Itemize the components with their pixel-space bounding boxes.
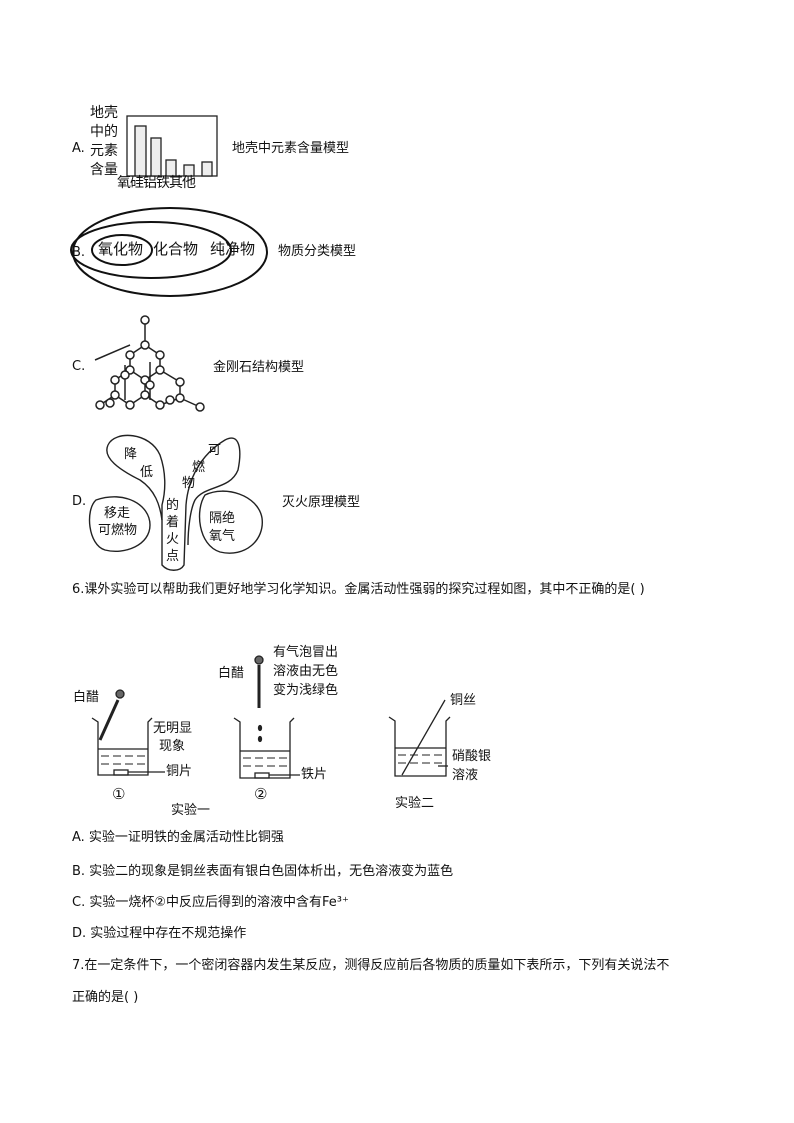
label-line: 隔绝 bbox=[209, 511, 236, 526]
label-line: 溶液由无色 bbox=[273, 664, 339, 679]
option-c-caption: 金刚石结构模型 bbox=[213, 360, 305, 375]
label-line: 有气泡冒出 bbox=[273, 645, 339, 660]
label-line: 可燃物 bbox=[98, 523, 138, 538]
label-line: 变为浅绿色 bbox=[273, 683, 339, 698]
copper-piece bbox=[113, 769, 129, 776]
label-line: 溶液 bbox=[452, 768, 479, 783]
option-d-letter: D. bbox=[72, 494, 87, 509]
experiment-2-label: 实验二 bbox=[395, 796, 435, 811]
oxide-ellipse bbox=[91, 234, 153, 266]
label-lower: 降 bbox=[124, 447, 138, 462]
label-line: 无明显 bbox=[153, 721, 193, 736]
category-label: 铝 bbox=[143, 175, 157, 191]
observation-1: 无明显现象 bbox=[153, 720, 192, 756]
label-ignition-point: 的着火点 bbox=[166, 497, 179, 565]
element-content-chart bbox=[126, 115, 218, 177]
label-line: 硝酸银 bbox=[452, 749, 492, 764]
bar-aluminum bbox=[165, 159, 177, 177]
label-line: 氧气 bbox=[209, 529, 236, 544]
iron-piece-label: 铁片 bbox=[301, 767, 328, 782]
label-line: 点 bbox=[166, 549, 180, 564]
q7-stem-line1: 7.在一定条件下，一个密闭容器内发生某反应，测得反应前后各物质的质量如下表所示，… bbox=[72, 958, 670, 973]
label-line: 火 bbox=[166, 532, 180, 547]
label-fuel: 可 bbox=[208, 443, 222, 458]
copper-wire-label: 铜丝 bbox=[450, 693, 477, 708]
option-a-caption: 地壳中元素含量模型 bbox=[232, 141, 350, 156]
label-line: 现象 bbox=[159, 739, 186, 754]
label-fuel: 物 bbox=[182, 476, 196, 491]
pure-substance-ellipse bbox=[72, 207, 268, 297]
option-a-letter: A. bbox=[72, 141, 85, 156]
experiment-figure bbox=[91, 655, 451, 779]
q6-option-b[interactable]: B. 实验二的现象是铜丝表面有银白色固体析出，无色溶液变为蓝色 bbox=[72, 864, 454, 879]
vinegar-label-2: 白醋 bbox=[218, 666, 245, 681]
beaker-2 bbox=[233, 717, 295, 779]
copper-wire bbox=[401, 699, 446, 776]
label-line: 着 bbox=[166, 515, 180, 530]
fire-extinguishing-model bbox=[88, 434, 263, 571]
label-compound: 化合物 bbox=[153, 240, 199, 258]
q6-option-d[interactable]: D. 实验过程中存在不规范操作 bbox=[72, 926, 247, 941]
bar-silicon bbox=[150, 137, 162, 177]
label-remove-fuel: 移走可燃物 bbox=[98, 505, 137, 539]
vinegar-label-1: 白醋 bbox=[73, 690, 100, 705]
iron-piece bbox=[254, 772, 270, 779]
copper-piece-label: 铜片 bbox=[166, 764, 193, 779]
ylabel-line: 地壳 bbox=[90, 105, 118, 121]
bar-other bbox=[201, 161, 213, 177]
label-oxide: 氧化物 bbox=[98, 240, 144, 258]
option-b-caption: 物质分类模型 bbox=[278, 244, 357, 259]
chart-categories: 氧硅铝铁其他 bbox=[117, 175, 196, 191]
label-fuel: 燃 bbox=[192, 460, 206, 475]
category-label: 其他 bbox=[169, 175, 196, 191]
q6-option-a[interactable]: A. 实验一证明铁的金属活动性比铜强 bbox=[72, 830, 284, 845]
silver-nitrate-label: 硝酸银溶液 bbox=[452, 747, 491, 785]
dropper-1 bbox=[98, 699, 120, 741]
q6-stem: 6.课外实验可以帮助我们更好地学习化学知识。金属活动性强弱的探究过程如图，其中不… bbox=[72, 582, 645, 597]
label-pure-substance: 纯净物 bbox=[210, 240, 256, 258]
q6-option-c[interactable]: C. 实验一烧杯②中反应后得到的溶液中含有Fe³⁺ bbox=[72, 895, 349, 910]
q7-stem-line2: 正确的是( ) bbox=[72, 990, 139, 1005]
label-isolate-oxygen: 隔绝氧气 bbox=[209, 510, 235, 546]
ylabel-line: 含量 bbox=[90, 162, 118, 178]
bar-oxygen bbox=[134, 125, 147, 177]
label-line: 的 bbox=[166, 498, 180, 513]
category-label: 氧 bbox=[117, 175, 131, 191]
option-d-caption: 灭火原理模型 bbox=[282, 495, 361, 510]
bar-iron bbox=[183, 164, 195, 177]
observation-2: 有气泡冒出溶液由无色变为浅绿色 bbox=[273, 643, 338, 700]
chart-ylabel: 地壳 中的 元素 含量 bbox=[90, 104, 118, 180]
beaker-3 bbox=[388, 716, 451, 777]
ylabel-line: 中的 bbox=[90, 124, 118, 140]
diamond-structure bbox=[94, 315, 205, 412]
option-c-letter: C. bbox=[72, 359, 86, 374]
classification-ellipses bbox=[70, 207, 268, 297]
category-label: 硅 bbox=[130, 175, 144, 191]
beaker-number-1: ① bbox=[112, 785, 126, 803]
label-lower: 低 bbox=[140, 465, 154, 480]
category-label: 铁 bbox=[156, 175, 170, 191]
beaker-1 bbox=[91, 717, 153, 776]
experiment-1-label: 实验一 bbox=[171, 803, 211, 818]
label-line: 移走 bbox=[104, 506, 131, 521]
compound-ellipse bbox=[70, 221, 232, 279]
option-b-letter: B. bbox=[72, 245, 86, 260]
beaker-number-2: ② bbox=[254, 785, 268, 803]
ylabel-line: 元素 bbox=[90, 143, 118, 159]
